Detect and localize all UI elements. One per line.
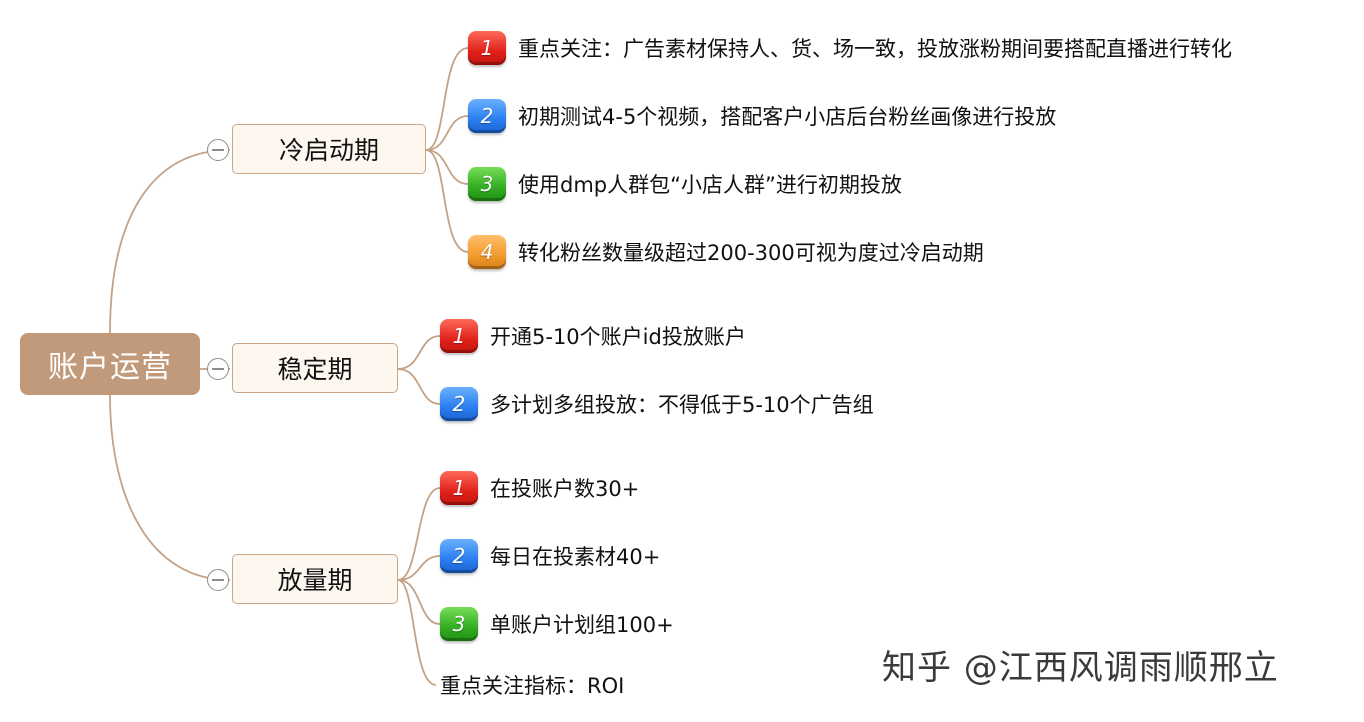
item-text: 转化粉丝数量级超过200-300可视为度过冷启动期 xyxy=(518,241,984,265)
number-badge: 2 xyxy=(468,99,506,133)
branch-stable[interactable]: 稳定期 xyxy=(232,343,398,393)
edge-cold-1 xyxy=(425,47,469,151)
edge-stable-2 xyxy=(397,368,441,405)
collapse-toggle-scale[interactable] xyxy=(207,569,229,591)
number-badge: 1 xyxy=(468,31,506,65)
edge-scale-note xyxy=(397,579,437,686)
list-item[interactable]: 2 多计划多组投放：不得低于5-10个广告组 xyxy=(440,384,874,424)
list-item[interactable]: 1 开通5-10个账户id投放账户 xyxy=(440,316,746,356)
watermark: 知乎 @江西风调雨顺邢立 xyxy=(882,648,1279,688)
number-badge: 1 xyxy=(440,471,478,505)
edge-scale-2 xyxy=(397,555,441,581)
list-item[interactable]: 2 初期测试4-5个视频，搭配客户小店后台粉丝画像进行投放 xyxy=(468,96,1056,136)
item-text: 单账户计划组100+ xyxy=(490,613,674,637)
number-badge: 2 xyxy=(440,387,478,421)
collapse-toggle-stable[interactable] xyxy=(207,358,229,380)
number-badge: 2 xyxy=(440,539,478,573)
item-text: 在投账户数30+ xyxy=(490,477,640,501)
number-badge: 4 xyxy=(468,235,506,269)
number-badge: 1 xyxy=(440,319,478,353)
branch-cold-start[interactable]: 冷启动期 xyxy=(232,124,426,174)
list-item[interactable]: 1 在投账户数30+ xyxy=(440,468,639,508)
item-text: 开通5-10个账户id投放账户 xyxy=(490,325,746,349)
key-metric-note[interactable]: 重点关注指标：ROI xyxy=(440,665,624,705)
number-badge: 3 xyxy=(468,167,506,201)
list-item[interactable]: 4 转化粉丝数量级超过200-300可视为度过冷启动期 xyxy=(468,232,984,272)
edge-root-cold xyxy=(109,149,231,334)
edge-cold-4 xyxy=(425,149,469,253)
edge-stable-1 xyxy=(397,335,441,370)
list-item[interactable]: 3 使用dmp人群包“小店人群”进行初期投放 xyxy=(468,164,902,204)
number-badge: 3 xyxy=(440,607,478,641)
edge-scale-3 xyxy=(397,579,441,625)
branch-scale[interactable]: 放量期 xyxy=(232,554,398,604)
item-text: 初期测试4-5个视频，搭配客户小店后台粉丝画像进行投放 xyxy=(518,105,1057,129)
edge-root-scale xyxy=(109,394,231,581)
list-item[interactable]: 1 重点关注：广告素材保持人、货、场一致，投放涨粉期间要搭配直播进行转化 xyxy=(468,28,1232,68)
list-item[interactable]: 3 单账户计划组100+ xyxy=(440,604,674,644)
note-text: 重点关注指标：ROI xyxy=(440,674,625,698)
item-text: 重点关注：广告素材保持人、货、场一致，投放涨粉期间要搭配直播进行转化 xyxy=(518,37,1232,61)
edge-scale-1 xyxy=(397,487,441,581)
root-node[interactable]: 账户运营 xyxy=(20,333,200,395)
item-text: 多计划多组投放：不得低于5-10个广告组 xyxy=(490,393,874,417)
edge-cold-2 xyxy=(425,115,469,151)
collapse-toggle-cold[interactable] xyxy=(207,139,229,161)
list-item[interactable]: 2 每日在投素材40+ xyxy=(440,536,660,576)
item-text: 每日在投素材40+ xyxy=(490,545,661,569)
item-text: 使用dmp人群包“小店人群”进行初期投放 xyxy=(518,173,902,197)
edge-cold-3 xyxy=(425,149,469,185)
